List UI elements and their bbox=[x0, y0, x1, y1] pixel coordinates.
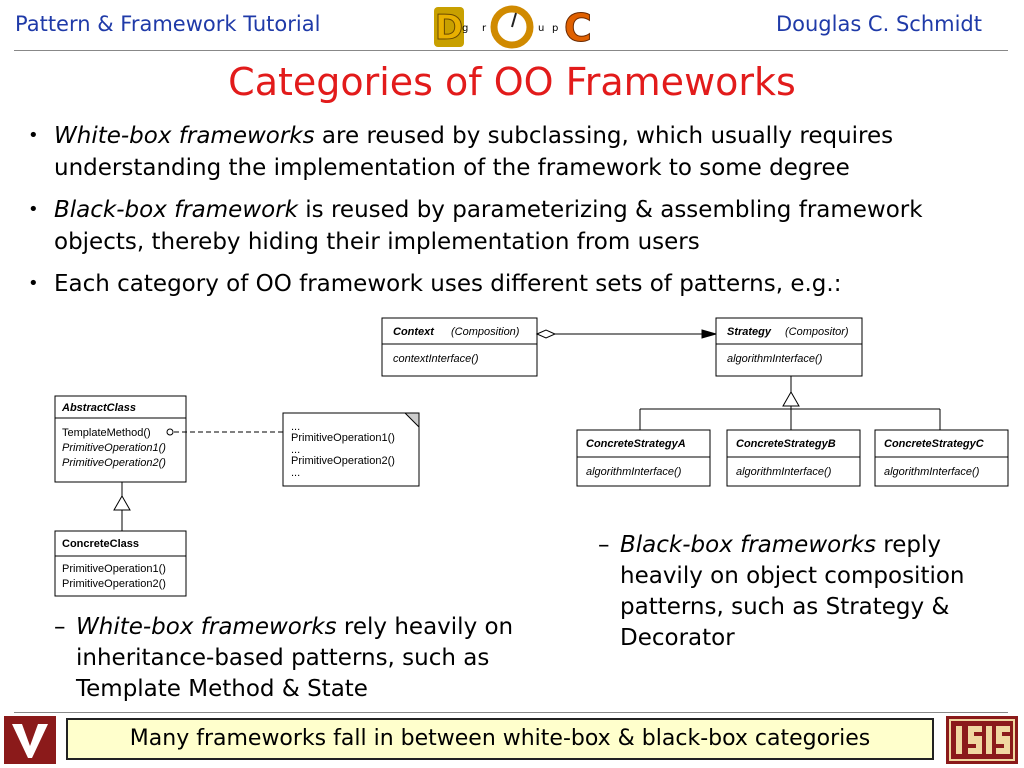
sub-bullet-emphasis: Black-box frameworks bbox=[620, 532, 876, 558]
bullet-item-black-box: • Black-box framework is reused by param… bbox=[26, 194, 1016, 258]
bullet-item-categories: • Each category of OO framework uses dif… bbox=[26, 268, 1016, 300]
concrete-class-name: ConcreteClass bbox=[62, 538, 139, 550]
concrete-strategy-a-box bbox=[576, 429, 711, 487]
concrete-strategy-op: algorithmInterface() bbox=[736, 466, 832, 478]
sub-bullet-text: rely heavily on inheritance-based patter… bbox=[76, 614, 514, 702]
bullet-item-white-box: • White-box frameworks are reused by sub… bbox=[26, 120, 1016, 184]
abstract-class-name: AbstractClass bbox=[61, 402, 136, 414]
sub-bullet-white-box: – White-box frameworks rely heavily on i… bbox=[54, 612, 556, 705]
note-line: ... bbox=[291, 421, 300, 433]
logo-letter-u: u bbox=[538, 23, 544, 34]
logo-letter-p: p bbox=[552, 23, 558, 34]
sub-bullet-black-box: – Black-box frameworks reply heavily on … bbox=[598, 530, 1000, 654]
context-note: (Composition) bbox=[451, 326, 520, 338]
inheritance-arrow bbox=[113, 494, 131, 511]
logo-letter-d: D bbox=[435, 8, 463, 48]
strategy-op: algorithmInterface() bbox=[727, 353, 823, 365]
bullet-dot: • bbox=[28, 199, 39, 220]
strategy-note: (Compositor) bbox=[785, 326, 849, 338]
inheritance-arrow bbox=[782, 390, 800, 407]
concrete-strategy-name: ConcreteStrategyA bbox=[586, 438, 686, 450]
concrete-strategy-c-box bbox=[874, 429, 1009, 487]
concrete-op: PrimitiveOperation1() bbox=[62, 563, 166, 575]
logo-letter-c: C bbox=[564, 6, 592, 50]
sub-bullet-emphasis: White-box frameworks bbox=[76, 614, 337, 640]
concrete-op: PrimitiveOperation2() bbox=[62, 578, 166, 590]
logo-letter-g: g bbox=[462, 23, 468, 34]
note-line: PrimitiveOperation1() bbox=[291, 432, 395, 444]
isis-logo bbox=[946, 716, 1018, 764]
abstract-op: TemplateMethod() bbox=[62, 427, 151, 439]
note-line: ... bbox=[291, 444, 300, 456]
header-divider bbox=[14, 50, 1008, 51]
strategy-class-box bbox=[715, 317, 863, 377]
bullet-dot: • bbox=[28, 273, 39, 294]
footer-divider bbox=[14, 712, 1008, 713]
abstract-op: PrimitiveOperation2() bbox=[62, 457, 166, 469]
context-op: contextInterface() bbox=[393, 353, 479, 365]
header-right-author: Douglas C. Schmidt bbox=[775, 12, 982, 36]
strategy-class-name: Strategy bbox=[727, 326, 772, 338]
bullet-dot: • bbox=[28, 125, 39, 146]
doc-group-logo: D g r O u p C bbox=[434, 5, 592, 51]
note-line: ... bbox=[291, 467, 300, 479]
footer-callout: Many frameworks fall in between white-bo… bbox=[66, 718, 934, 760]
context-class-name: Context bbox=[393, 326, 435, 338]
bullet-text: are reused by subclassing, which usually… bbox=[54, 123, 894, 181]
sub-bullet-text: reply heavily on object composition patt… bbox=[620, 532, 965, 651]
logo-letter-r: r bbox=[482, 23, 487, 34]
header-left-title: Pattern & Framework Tutorial bbox=[15, 12, 321, 36]
concrete-strategy-op: algorithmInterface() bbox=[884, 466, 980, 478]
context-class-box bbox=[381, 317, 538, 377]
vanderbilt-logo bbox=[4, 716, 56, 764]
bullet-emphasis: White-box frameworks bbox=[54, 123, 315, 149]
slide-title: Categories of OO Frameworks bbox=[228, 60, 796, 104]
sub-bullet-dash: – bbox=[598, 532, 610, 558]
note-line: PrimitiveOperation2() bbox=[291, 455, 395, 467]
concrete-strategy-op: algorithmInterface() bbox=[586, 466, 682, 478]
concrete-strategy-name: ConcreteStrategyC bbox=[884, 438, 985, 450]
abstract-class-box bbox=[54, 395, 187, 483]
sub-bullet-dash: – bbox=[54, 614, 66, 640]
template-method-diagram bbox=[54, 395, 420, 597]
concrete-class-box bbox=[54, 530, 187, 597]
abstract-op: PrimitiveOperation1() bbox=[62, 442, 166, 454]
concrete-strategy-b-box bbox=[726, 429, 861, 487]
code-note-box bbox=[282, 412, 420, 487]
bullet-text: Each category of OO framework uses diffe… bbox=[54, 271, 842, 297]
concrete-strategy-name: ConcreteStrategyB bbox=[736, 438, 836, 450]
aggregation-diamond bbox=[535, 329, 557, 339]
bullet-list: • White-box frameworks are reused by sub… bbox=[26, 120, 1016, 310]
bullet-emphasis: Black-box framework bbox=[54, 197, 298, 223]
strategy-diagram bbox=[381, 317, 1009, 487]
bullet-text: is reused by parameterizing & assembling… bbox=[54, 197, 923, 255]
